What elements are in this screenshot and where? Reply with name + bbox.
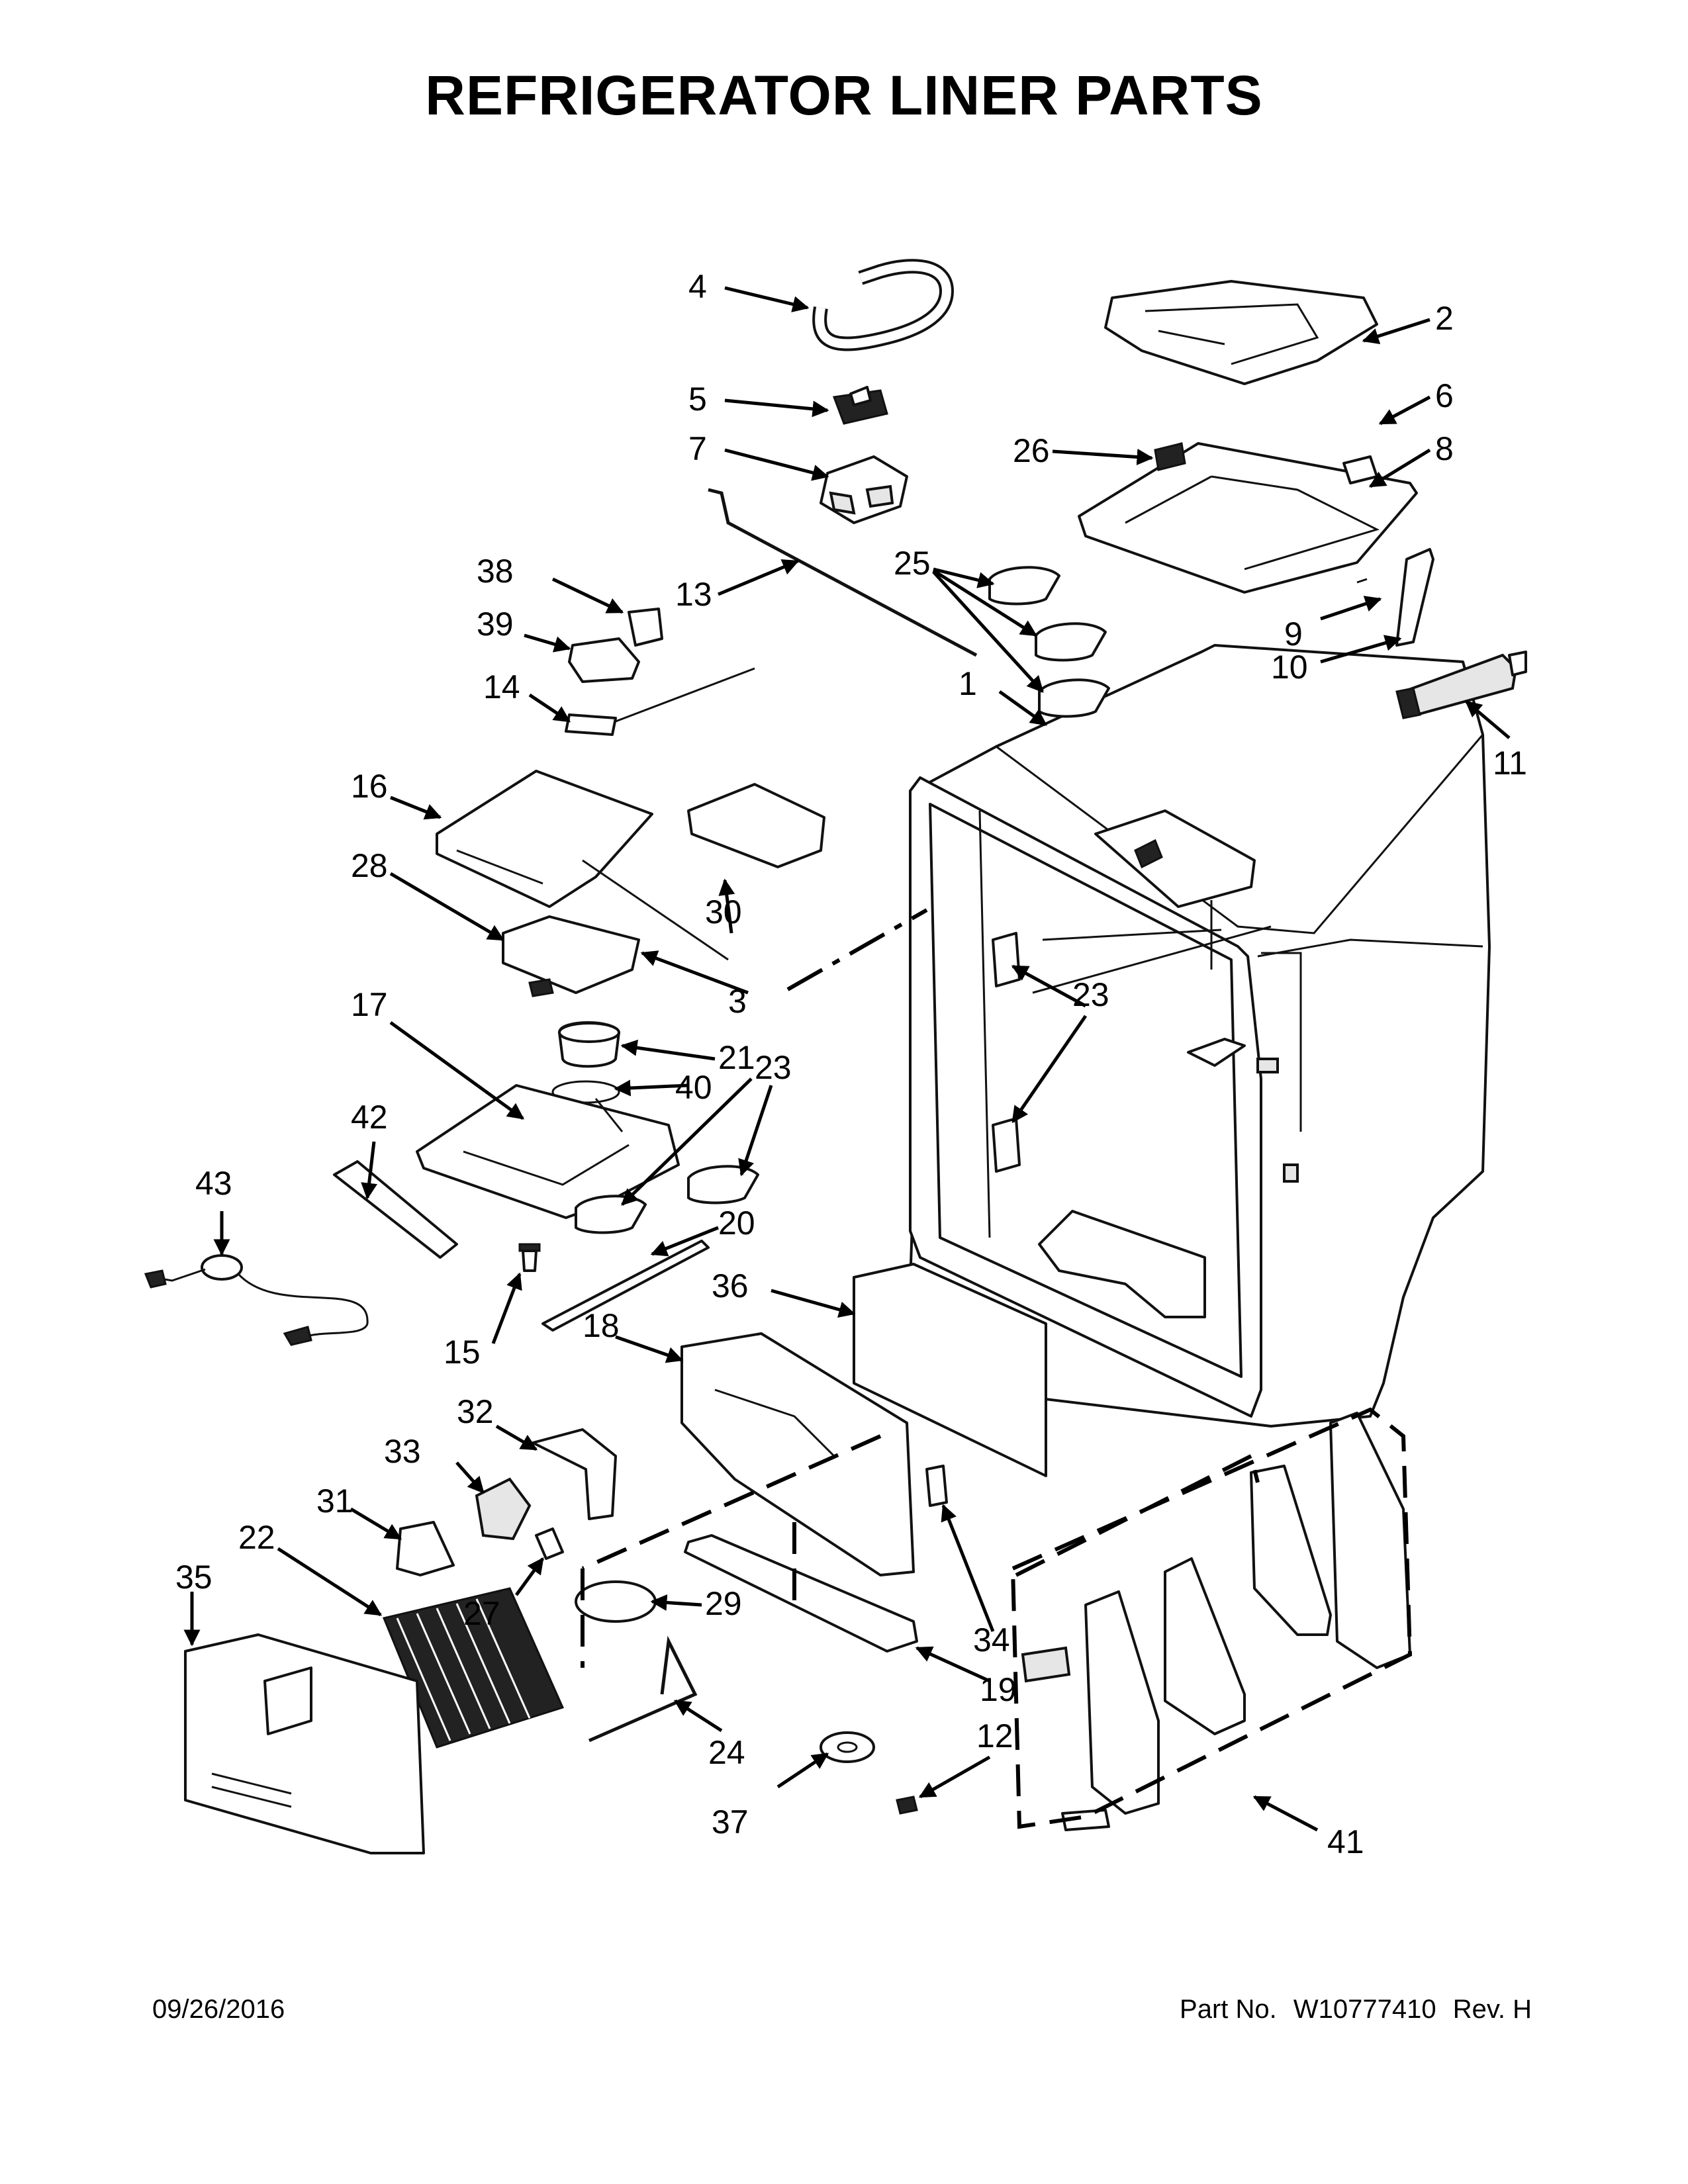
bracket-part-20	[541, 1240, 710, 1332]
cover-part-32	[532, 1428, 617, 1520]
fan-motor-part-21	[558, 1021, 620, 1068]
callout-39: 39	[477, 606, 514, 643]
sensor-part-14	[565, 667, 755, 736]
assembly-line-18	[581, 1434, 882, 1570]
callout-38: 38	[477, 553, 514, 590]
gasket-part-27	[535, 1527, 564, 1560]
callout-16: 16	[351, 768, 388, 805]
callout-25: 25	[894, 545, 931, 582]
callout-21: 21	[718, 1039, 755, 1076]
callout-7: 7	[688, 430, 707, 467]
callout-6: 6	[1435, 377, 1454, 414]
control-housing-part-2	[1104, 280, 1378, 385]
callout-10: 10	[1271, 649, 1308, 686]
evaporator-cover-part-35	[184, 1633, 425, 1854]
callout-37: 37	[712, 1803, 749, 1841]
callout-35: 35	[175, 1559, 212, 1596]
callout-34: 34	[973, 1621, 1010, 1659]
grommet-part-37	[820, 1731, 875, 1763]
part-number: W10777410	[1293, 1995, 1436, 2024]
drain-trough-part-19	[684, 1534, 918, 1653]
callout-22: 22	[238, 1519, 275, 1556]
callout-15: 15	[444, 1334, 481, 1371]
thermistor-part-43	[144, 1254, 369, 1346]
fan-part-29	[575, 1580, 657, 1623]
gasket-part-36	[853, 1263, 1047, 1477]
revision-date: 09/26/2016	[152, 1995, 285, 2024]
page-title: REFRIGERATOR LINER PARTS	[425, 64, 1263, 126]
pads-parts-38-39	[568, 608, 663, 683]
callout-43: 43	[195, 1165, 232, 1202]
housing-part-7	[820, 455, 908, 524]
dispenser-liner-part-41	[1021, 1412, 1411, 1831]
callout-3: 3	[728, 983, 747, 1020]
valve-part-5	[832, 386, 888, 425]
assembly-frame-41	[1011, 1407, 1413, 1829]
fan-housing-part-17	[416, 1084, 680, 1219]
callout-29: 29	[705, 1585, 742, 1622]
callout-14: 14	[483, 668, 520, 705]
part-number-label: Part No.	[1180, 1995, 1277, 2024]
clip-part-12	[896, 1796, 918, 1815]
seal-part-34	[925, 1465, 948, 1507]
callout-9: 9	[1284, 615, 1303, 653]
callout-40: 40	[675, 1069, 712, 1106]
callout-27: 27	[463, 1595, 500, 1632]
callout-1: 1	[959, 665, 977, 702]
callout-31: 31	[316, 1482, 353, 1520]
callout-30: 30	[705, 893, 742, 931]
damper-part-33	[475, 1477, 532, 1541]
callout-12: 12	[976, 1717, 1013, 1754]
cover-part-30	[687, 783, 825, 868]
callout-4: 4	[688, 268, 707, 305]
callout-19: 19	[980, 1671, 1017, 1708]
callout-18: 18	[583, 1307, 620, 1344]
callout-28: 28	[351, 847, 388, 884]
callout-8: 8	[1435, 430, 1454, 467]
part-number-block: Part No. W10777410 Rev. H	[1170, 1995, 1532, 2025]
callout-32: 32	[457, 1393, 494, 1430]
callout-23-upper: 23	[1072, 976, 1109, 1013]
heater-part-10	[1395, 548, 1434, 647]
heater-part-24	[588, 1635, 698, 1743]
leader-lines	[183, 286, 1511, 1832]
callout-numbers: 1 2 3 4 5 6 7 8 9 10 11 12 13 14 15 16 1…	[175, 268, 1527, 1860]
callout-42: 42	[351, 1099, 388, 1136]
callout-33: 33	[384, 1433, 421, 1470]
callout-17: 17	[351, 986, 388, 1023]
callout-13: 13	[675, 576, 712, 613]
callout-41: 41	[1327, 1823, 1364, 1860]
callout-26: 26	[1013, 432, 1050, 469]
callout-2: 2	[1435, 300, 1454, 337]
duct-part-18	[680, 1332, 915, 1576]
control-board-part-16	[436, 770, 729, 961]
air-tower-cover-part-8	[1078, 442, 1418, 594]
revision: Rev. H	[1452, 1995, 1532, 2024]
callout-5: 5	[688, 381, 707, 418]
water-filter-part-11	[1395, 651, 1527, 719]
callout-23-lower: 23	[755, 1049, 792, 1086]
tube-assembly-part-4	[812, 259, 955, 351]
board-part-28	[502, 915, 640, 997]
screw-part-15	[518, 1243, 541, 1272]
callout-24: 24	[708, 1734, 745, 1771]
insulation-part-31	[396, 1521, 455, 1576]
callout-11: 11	[1493, 745, 1527, 782]
assembly-line-41	[1015, 1453, 1260, 1577]
callout-20: 20	[718, 1205, 755, 1242]
damper-part-42	[333, 1160, 458, 1259]
callout-36: 36	[712, 1267, 749, 1304]
rod-part-13	[708, 488, 978, 657]
assembly-line-3	[786, 908, 928, 991]
